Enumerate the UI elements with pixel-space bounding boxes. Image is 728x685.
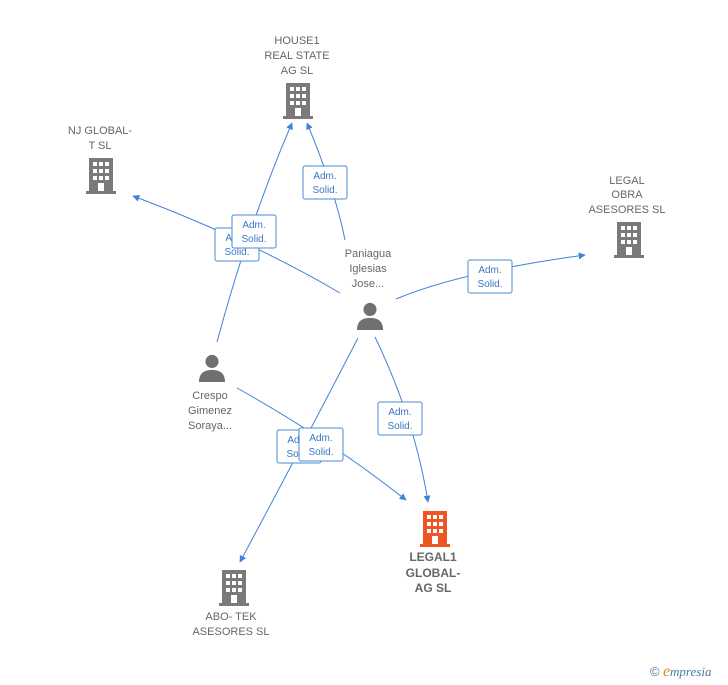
node-abo-label-1: ABO- TEK [205,611,257,623]
person-icon [356,302,384,330]
edge-badge-box [377,401,423,436]
node-house1-label-2: REAL STATE [264,50,329,62]
node-legal1[interactable]: LEGAL1 GLOBAL- AG SL [406,511,461,595]
edge-badge-box [231,214,277,249]
building-icon [420,511,450,547]
edge-badge-text: Solid. [387,421,412,432]
edge-badge-paniagua-to-legal1[interactable]: Adm. Solid. [377,401,423,436]
node-nj-label-1: NJ GLOBAL- [68,125,133,137]
person-icon [198,354,226,382]
node-crespo-label-2: Gimenez [188,405,232,417]
brand-logo-text: mpresia [670,664,712,679]
node-legal-obra[interactable]: LEGAL OBRA ASESORES SL [588,175,666,258]
edge-badge-box [467,259,513,294]
node-abo-tek[interactable]: ABO- TEK ASESORES SL [192,570,270,638]
edge-badge-crespo-to-legal1[interactable]: Adm. Solid. [298,427,344,462]
edge-badge-text: Solid. [312,185,337,196]
node-paniagua-label-1: Paniagua [345,248,392,260]
edge-badge-box [298,427,344,462]
node-house1[interactable]: HOUSE1 REAL STATE AG SL [264,35,330,119]
edge-badge-text: Adm. [242,220,265,231]
building-icon [283,83,313,119]
copyright-notice: © empresia [650,663,711,681]
node-house1-label-3: AG SL [281,65,313,77]
node-paniagua-label-2: Iglesias [349,263,387,275]
node-legal1-label-1: LEGAL1 [409,550,457,564]
node-abo-label-2: ASESORES SL [192,626,269,638]
copyright-icon: © [650,664,660,679]
edge-badge-crespo-to-house1[interactable]: Adm. Solid. [231,214,277,249]
brand-logo-e: e [662,663,671,680]
building-icon [219,570,249,606]
node-legal-obra-label-2: OBRA [611,189,643,201]
edge-badge-box [302,165,348,200]
edge-badge-text: Solid. [241,234,266,245]
node-legal1-label-2: GLOBAL- [406,566,461,580]
edges [132,122,586,563]
node-crespo[interactable]: Crespo Gimenez Soraya... [188,354,232,432]
edge-badge-text: Adm. [388,407,411,418]
edge-badge-text: Adm. [478,265,501,276]
edge-badge-text: Solid. [308,447,333,458]
building-icon [86,158,116,194]
node-nj-global[interactable]: NJ GLOBAL- T SL [68,125,133,194]
node-legal-obra-label-3: ASESORES SL [588,204,665,216]
edge-badge-text: Solid. [477,279,502,290]
node-house1-label-1: HOUSE1 [274,35,319,47]
node-paniagua[interactable]: Paniagua Iglesias Jose... [345,248,392,330]
node-nj-label-2: T SL [88,140,111,152]
edge-badge-text: Solid. [224,247,249,258]
edge-badge-text: Adm. [309,433,332,444]
edge-badge-paniagua-to-legal_obra[interactable]: Adm. Solid. [467,259,513,294]
node-crespo-label-3: Soraya... [188,420,232,432]
edge-badges: Adm. Solid. Adm. Solid. Adm. Solid. Adm. Solid.… [214,165,513,464]
node-legal-obra-label-1: LEGAL [609,175,644,187]
building-icon [614,222,644,258]
edge-badge-paniagua-to-house1[interactable]: Adm. Solid. [302,165,348,200]
node-paniagua-label-3: Jose... [352,278,384,290]
edge-badge-text: Adm. [313,171,336,182]
node-legal1-label-3: AG SL [415,581,452,595]
node-crespo-label-1: Crespo [192,390,227,402]
